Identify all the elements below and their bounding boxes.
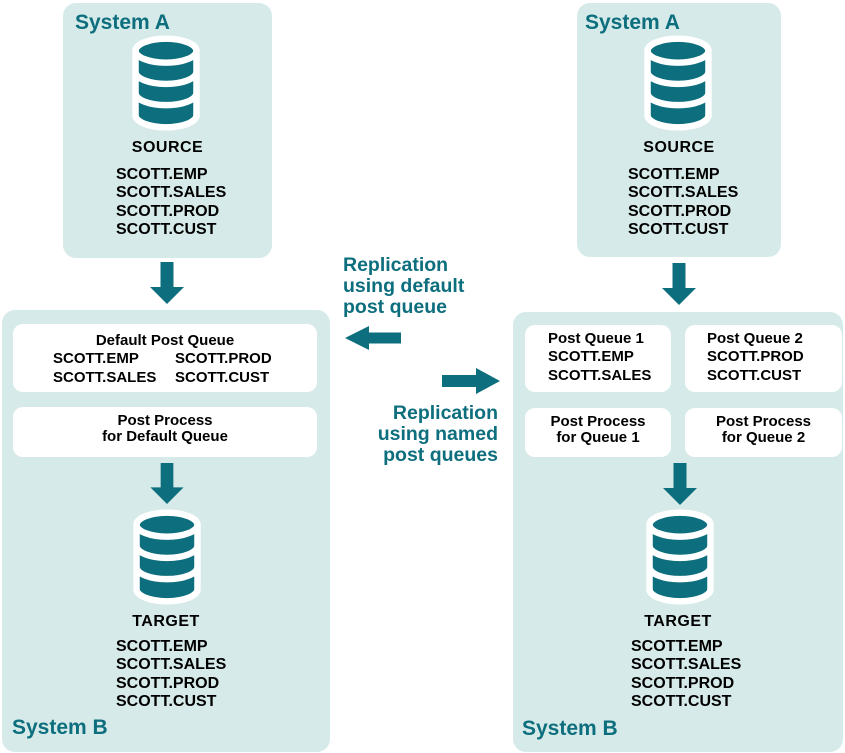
process-line: Post Process xyxy=(550,413,646,430)
table-name: SCOTT.EMP xyxy=(116,166,208,183)
right-system-b-panel: Post Queue 1 SCOTT.EMP SCOTT.SALES Post … xyxy=(513,312,843,752)
right-system-a-panel: System A SOURCE SCOTT.EMP SCOTT.SALES SC… xyxy=(577,3,781,257)
arrow-down-icon xyxy=(662,263,696,305)
table-name: SCOTT.PROD xyxy=(175,350,272,367)
process-line: for Queue 2 xyxy=(721,429,806,446)
queue-box-title: Post Queue 2 xyxy=(707,330,803,347)
flow-label-line: post queues xyxy=(383,444,498,466)
table-name: SCOTT.EMP xyxy=(116,638,208,655)
table-name: SCOTT.CUST xyxy=(707,366,802,384)
flow-label-line: Replication xyxy=(343,254,449,276)
flow-label-line: using named xyxy=(377,423,498,445)
queue-box-text: Post Queue 2 SCOTT.PROD SCOTT.CUST xyxy=(707,330,804,385)
left-system-b-title: System B xyxy=(12,716,108,739)
table-name: SCOTT.EMP xyxy=(628,166,720,183)
process-box-label: Post Process for Default Queue xyxy=(13,413,317,445)
arrow-down-icon xyxy=(150,262,184,304)
table-name: SCOTT.SALES xyxy=(53,368,157,386)
source-table-list: SCOTT.EMP SCOTT.SALES SCOTT.PROD SCOTT.C… xyxy=(116,166,226,240)
flow-label-line: Replication xyxy=(392,402,498,424)
table-name: SCOTT.PROD xyxy=(116,202,220,220)
database-icon xyxy=(641,35,715,131)
replication-named-label: Replication using named post queues xyxy=(343,403,498,466)
table-name: SCOTT.CUST xyxy=(175,368,270,386)
right-system-b-title: System B xyxy=(522,717,618,740)
right-system-a-title: System A xyxy=(585,11,680,34)
left-system-b-panel: Default Post Queue SCOTT.EMP SCOTT.SALES… xyxy=(2,310,330,752)
process-box-label: Post Process for Queue 2 xyxy=(685,414,842,446)
table-name: SCOTT.CUST xyxy=(116,693,217,711)
replication-default-label: Replication using default post queue xyxy=(343,255,464,318)
post-process-2-box: Post Process for Queue 2 xyxy=(685,408,842,457)
table-name: SCOTT.CUST xyxy=(628,221,729,239)
target-label: TARGET xyxy=(132,613,200,630)
source-label: SOURCE xyxy=(131,139,204,156)
table-name: SCOTT.EMP xyxy=(548,348,634,366)
default-post-process-box: Post Process for Default Queue xyxy=(13,407,317,457)
database-icon xyxy=(130,509,204,605)
post-queue-1-box: Post Queue 1 SCOTT.EMP SCOTT.SALES xyxy=(525,325,671,392)
database-icon xyxy=(643,509,717,605)
arrow-right-icon xyxy=(442,368,500,394)
table-name: SCOTT.CUST xyxy=(116,221,217,239)
table-name: SCOTT.EMP xyxy=(53,350,139,367)
post-process-1-box: Post Process for Queue 1 xyxy=(525,408,671,457)
process-line: Post Process xyxy=(117,412,213,429)
table-name: SCOTT.PROD xyxy=(707,348,804,366)
source-table-list: SCOTT.EMP SCOTT.SALES SCOTT.PROD SCOTT.C… xyxy=(628,166,738,240)
flow-label-line: using default xyxy=(343,275,465,297)
target-table-list: SCOTT.EMP SCOTT.SALES SCOTT.PROD SCOTT.C… xyxy=(116,638,226,712)
table-name: SCOTT.SALES xyxy=(631,656,742,674)
queue-box-title: Post Queue 1 xyxy=(548,330,644,347)
post-queue-2-box: Post Queue 2 SCOTT.PROD SCOTT.CUST xyxy=(685,325,842,392)
left-system-a-panel: System A SOURCE SCOTT.EMP SCOTT.SALES SC… xyxy=(63,3,272,258)
table-name: SCOTT.PROD xyxy=(631,674,735,692)
table-name: SCOTT.SALES xyxy=(116,656,227,674)
process-line: for Default Queue xyxy=(102,428,228,445)
database-icon xyxy=(129,35,203,131)
arrow-down-icon xyxy=(663,463,697,505)
process-line: Post Process xyxy=(715,413,812,430)
queue-column-2: SCOTT.PROD SCOTT.CUST xyxy=(175,350,272,387)
table-name: SCOTT.SALES xyxy=(116,184,227,202)
queue-box-title: Default Post Queue xyxy=(95,332,235,349)
arrow-left-icon xyxy=(345,326,401,350)
queue-box-text: Post Queue 1 SCOTT.EMP SCOTT.SALES xyxy=(548,330,651,385)
table-name: SCOTT.EMP xyxy=(631,638,723,655)
process-line: for Queue 1 xyxy=(556,429,640,446)
target-label: TARGET xyxy=(644,613,712,630)
source-label: SOURCE xyxy=(643,139,715,156)
table-name: SCOTT.SALES xyxy=(628,184,739,202)
process-box-label: Post Process for Queue 1 xyxy=(525,414,671,446)
queue-column-1: SCOTT.EMP SCOTT.SALES xyxy=(53,350,156,387)
left-system-a-title: System A xyxy=(75,11,170,34)
target-table-list: SCOTT.EMP SCOTT.SALES SCOTT.PROD SCOTT.C… xyxy=(631,638,741,712)
default-post-queue-box: Default Post Queue SCOTT.EMP SCOTT.SALES… xyxy=(13,324,317,392)
table-name: SCOTT.CUST xyxy=(631,693,732,711)
table-name: SCOTT.SALES xyxy=(548,366,652,384)
table-name: SCOTT.PROD xyxy=(116,674,220,692)
arrow-down-icon xyxy=(150,463,184,504)
table-name: SCOTT.PROD xyxy=(628,202,732,220)
flow-label-line: post queue xyxy=(343,296,448,318)
